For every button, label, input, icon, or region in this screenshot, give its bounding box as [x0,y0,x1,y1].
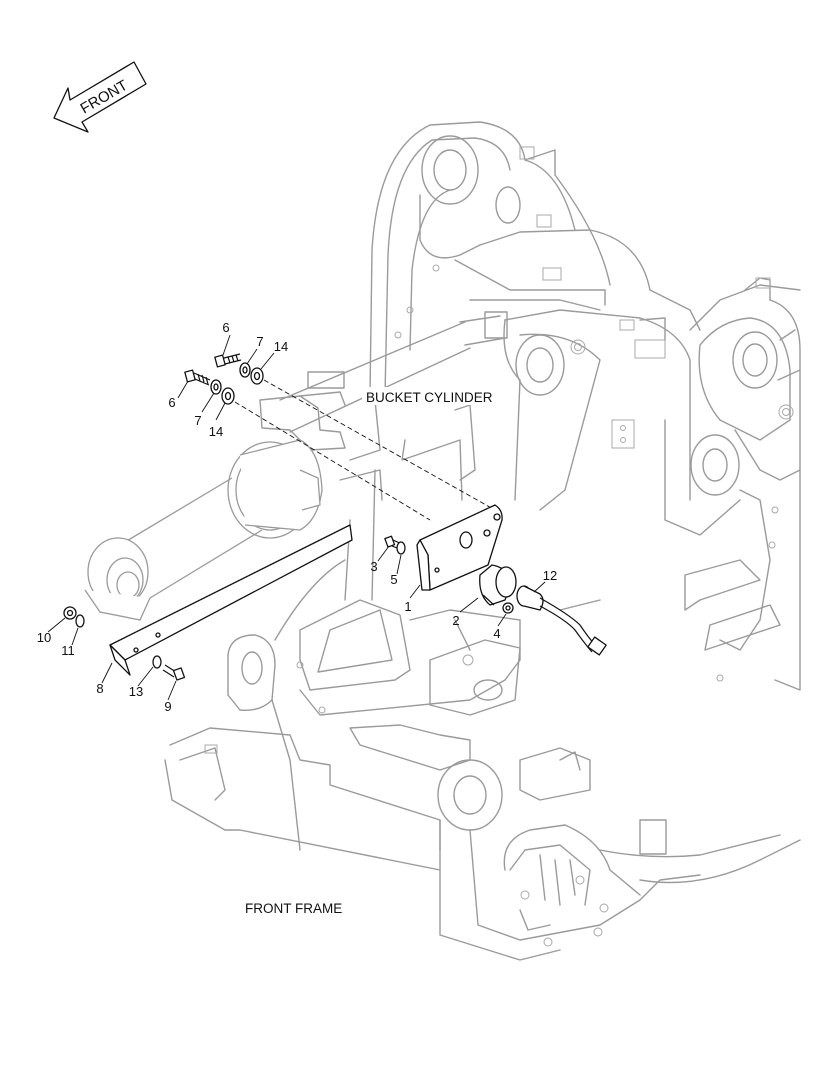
callout-6-lower: 6 [168,395,175,410]
washer-7-lower-icon [210,379,222,395]
callout-9: 9 [164,699,171,714]
washer-7-upper-icon [239,362,251,378]
washer-5-icon [396,541,406,555]
callout-13: 13 [129,684,143,699]
callout-14-upper: 14 [274,339,288,354]
callout-7-lower: 7 [194,413,201,428]
callout-7-upper: 7 [256,334,263,349]
bolt-6-upper-icon [214,353,242,368]
callout-3: 3 [370,559,377,574]
bucket-cylinder-label-bg [362,387,500,405]
callout-1: 1 [404,599,411,614]
front-arrow-icon: FRONT [53,61,147,133]
front-frame-label: FRONT FRAME [245,901,342,916]
callout-10: 10 [37,630,51,645]
washer-13-icon [152,655,162,669]
callout-2: 2 [452,613,459,628]
callout-11: 11 [61,643,75,658]
callout-8: 8 [96,681,103,696]
callout-4: 4 [493,626,500,641]
cover-plate-8 [109,524,353,676]
washer-14-upper-icon [250,367,264,385]
bolt-6-lower-icon [184,369,211,386]
callout-14-lower: 14 [209,424,223,439]
nut-10-icon [63,606,77,620]
switch-2-icon [479,564,517,606]
callout-12: 12 [543,568,557,583]
bracket-plate-1 [416,504,503,591]
callout-5: 5 [390,572,397,587]
front-frame-drawing [84,121,801,961]
harness-12-icon [516,585,607,656]
assembly-line-upper [263,379,496,511]
callout-6-upper: 6 [222,320,229,335]
washer-14-lower-icon [221,387,235,405]
assembly-line-lower [234,401,431,521]
bucket-cylinder-label: BUCKET CYLINDER [366,390,493,405]
bolt-9-icon [162,664,186,681]
nut-4-icon [502,602,514,614]
leader-lines [47,334,546,701]
washer-11-icon [75,614,85,628]
